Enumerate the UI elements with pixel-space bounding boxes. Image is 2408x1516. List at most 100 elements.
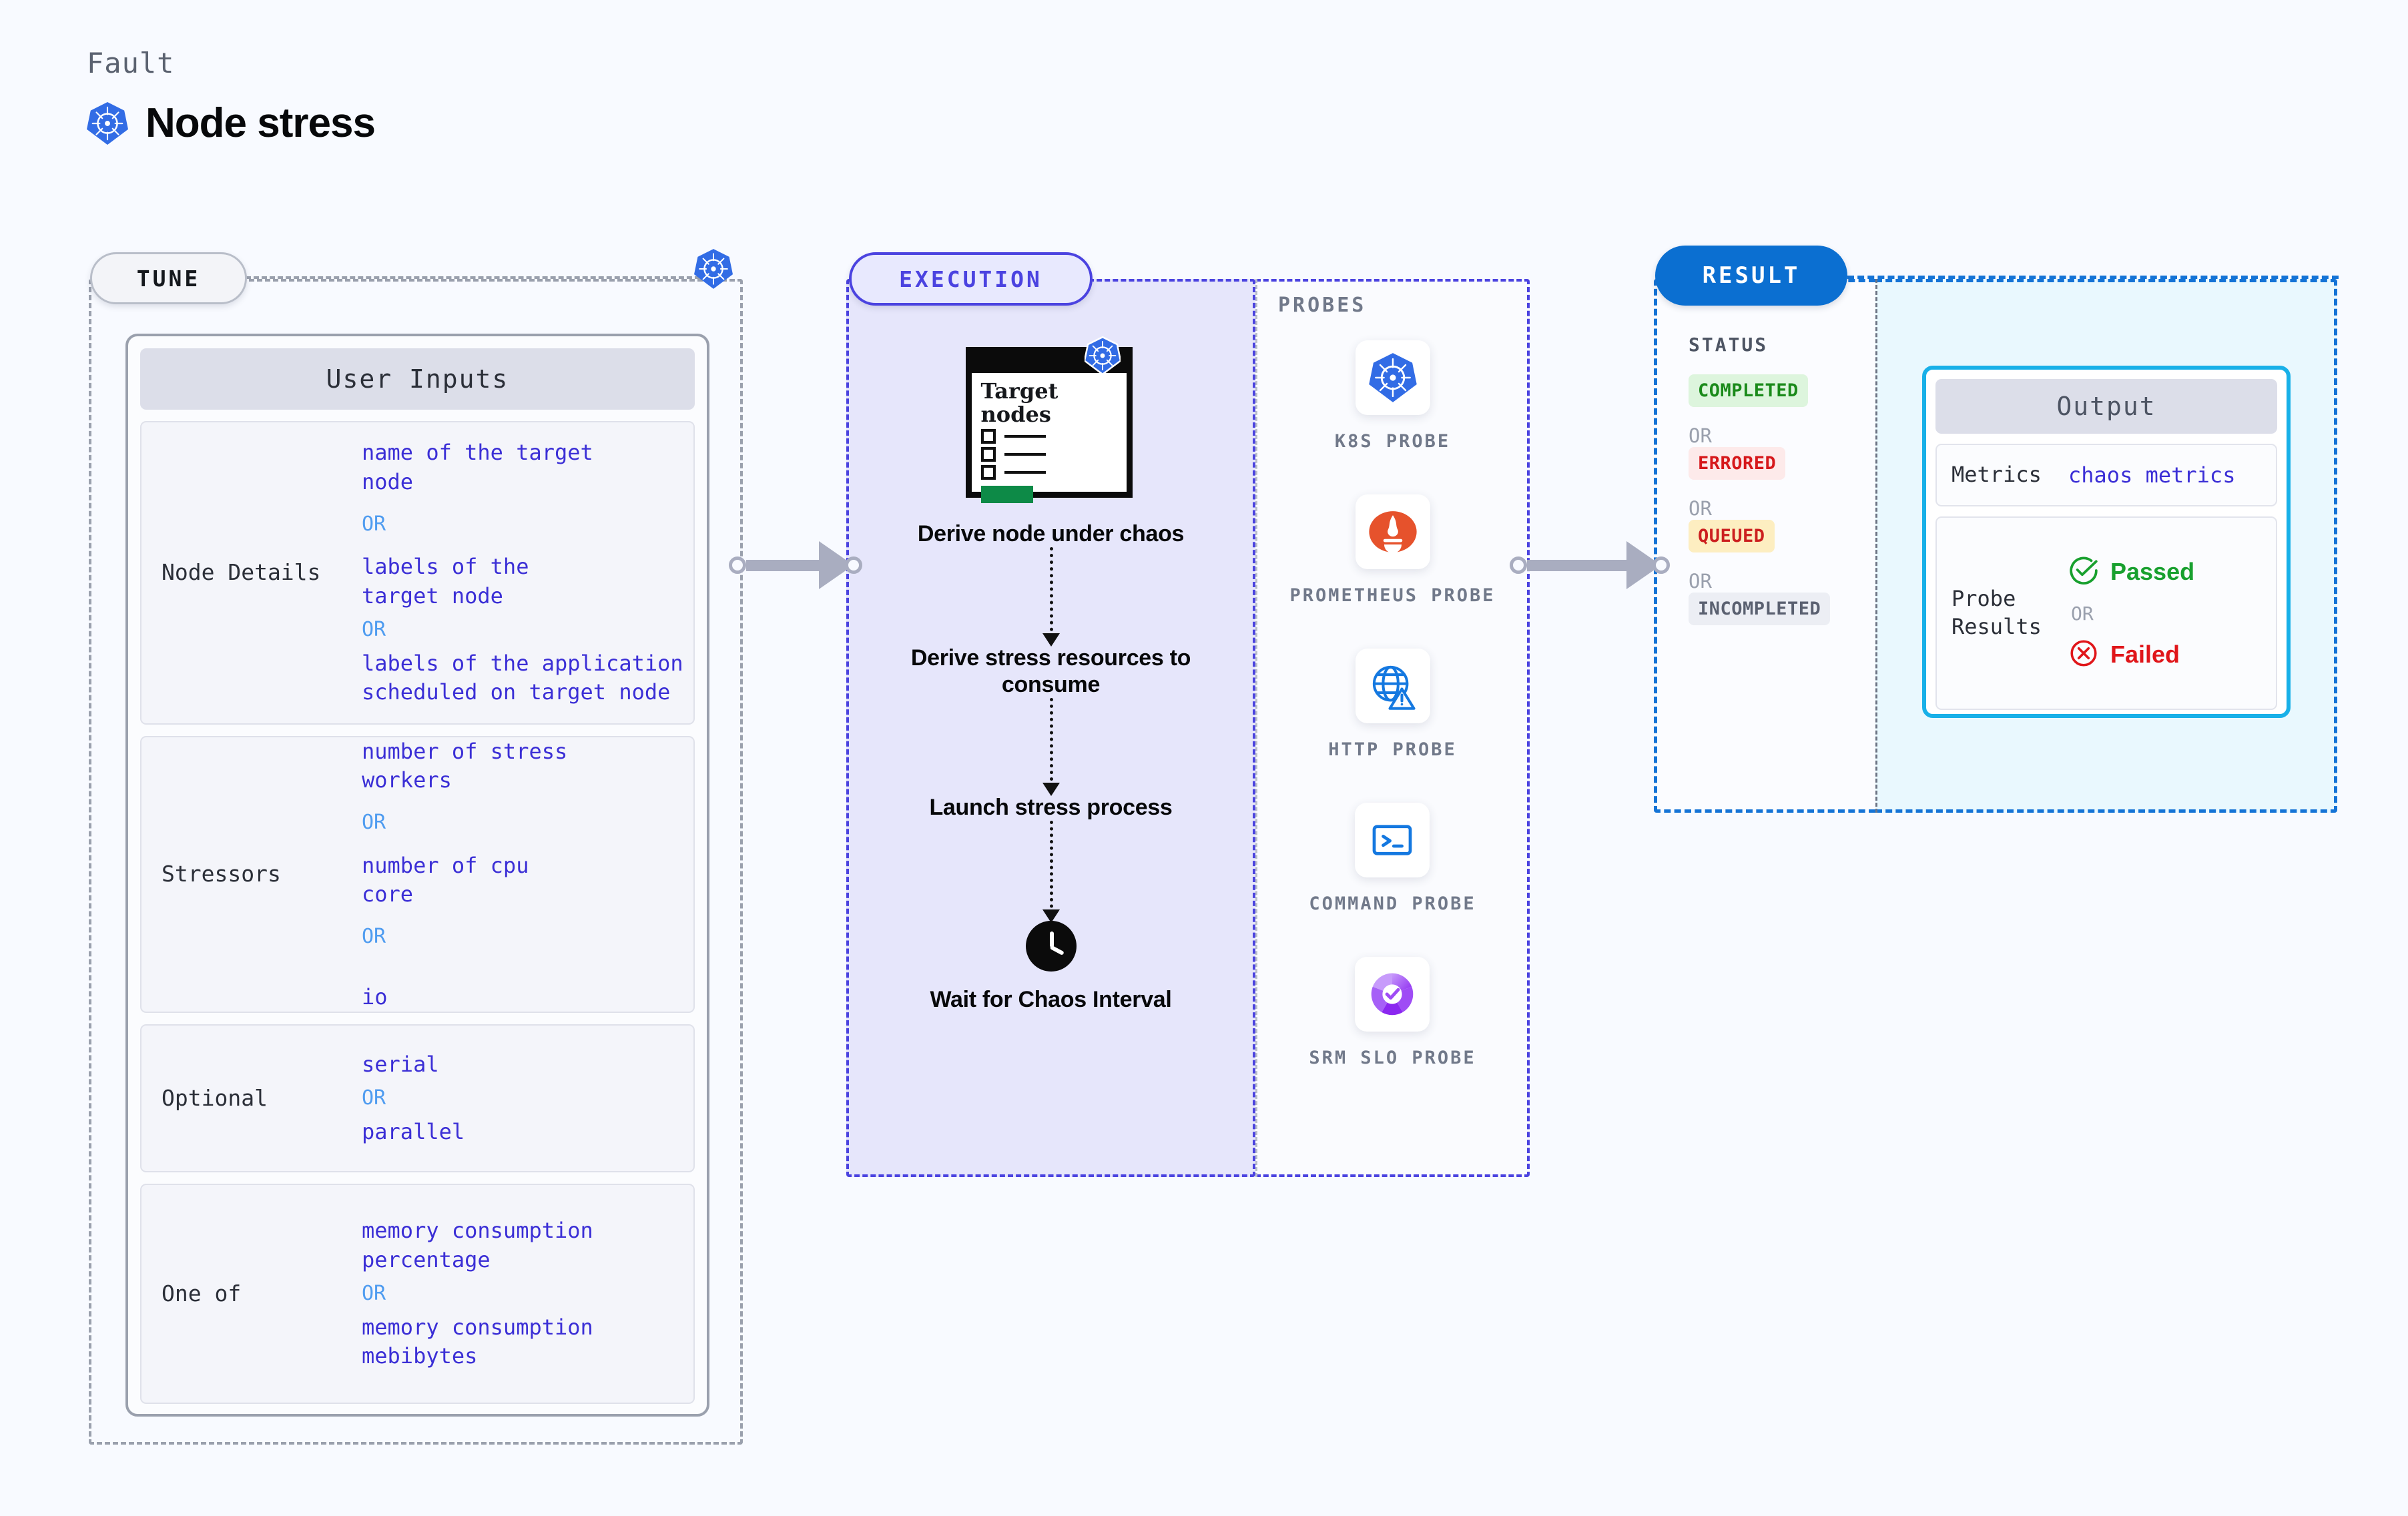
page-header: Fault — [87, 47, 376, 147]
probe-item-k8s[interactable]: K8S PROBE — [1335, 340, 1450, 453]
result-pill-label: RESULT — [1655, 246, 1847, 306]
value-line: scheduled on target node — [362, 679, 671, 705]
output-card: Output Metrics chaos metrics Probe Resul… — [1922, 366, 2291, 718]
result-header-dash-line — [1847, 276, 2339, 279]
passed-label: Passed — [2110, 558, 2195, 585]
arrow-down-icon — [1042, 909, 1060, 923]
value-line: node — [362, 468, 414, 494]
group-values: number of stress workers OR number of cp… — [362, 737, 687, 1012]
input-group-stressors: Stressors number of stress workers OR nu… — [140, 736, 695, 1013]
input-group-one-of: One of memory consumption percentage OR … — [140, 1184, 695, 1404]
value-line: number of cpu — [362, 852, 529, 878]
placeholder-line — [1004, 435, 1046, 438]
flow-step-label: Wait for Chaos Interval — [930, 987, 1172, 1013]
arrow-down-icon — [1042, 633, 1060, 647]
connector-start-dot — [1510, 556, 1527, 574]
tune-section — [89, 279, 743, 1445]
output-label: Metrics — [1951, 462, 2042, 488]
or-separator: OR — [1689, 497, 1712, 520]
checkbox-row — [972, 444, 1127, 462]
connector-start-dot — [729, 556, 746, 574]
status-column: STATUS COMPLETED OR ERRORED OR QUEUED OR… — [1689, 334, 1869, 625]
x-circle-icon — [2068, 638, 2099, 672]
value-line: percentage — [362, 1246, 491, 1272]
kubernetes-icon — [694, 248, 733, 290]
or-separator: OR — [362, 1086, 386, 1110]
kubernetes-icon — [1084, 336, 1121, 375]
tune-pill-label: TUNE — [90, 252, 247, 304]
or-separator: OR — [362, 1281, 386, 1305]
or-separator: OR — [1689, 424, 1712, 447]
probe-label: K8S PROBE — [1334, 431, 1451, 452]
status-badge-completed: COMPLETED — [1689, 374, 1808, 407]
probe-result-values: Passed OR Failed — [2068, 555, 2271, 672]
value-line: parallel — [362, 1119, 465, 1145]
flow-step-label: Derive node under chaos — [917, 521, 1185, 546]
failed-label: Failed — [2110, 641, 2180, 668]
probe-item-srm-slo[interactable]: SRM SLO PROBE — [1309, 957, 1476, 1070]
probe-item-prometheus[interactable]: PROMETHEUS PROBE — [1289, 494, 1495, 607]
execution-flow: Target nodes — [846, 336, 1255, 1014]
user-inputs-header: User Inputs — [140, 348, 695, 410]
group-label: Stressors — [162, 861, 281, 887]
probe-label: HTTP PROBE — [1328, 739, 1457, 761]
value-line: target node — [362, 583, 503, 609]
output-row-probe-results: Probe Results Passed OR — [1935, 516, 2277, 710]
value-line: name of the target — [362, 440, 593, 466]
group-values: serial OR parallel — [362, 1050, 687, 1147]
fault-kicker: Fault — [87, 47, 175, 79]
value-line: serial — [362, 1051, 439, 1077]
checkbox-icon — [980, 447, 996, 462]
probe-label: SRM SLO PROBE — [1309, 1048, 1476, 1069]
value-line: core — [362, 881, 414, 907]
probe-label: PROMETHEUS PROBE — [1289, 585, 1496, 607]
group-label: Optional — [162, 1084, 268, 1111]
or-separator: OR — [362, 512, 386, 536]
probe-item-command[interactable]: COMMAND PROBE — [1309, 803, 1476, 915]
value-line: workers — [362, 767, 452, 793]
value-line: labels of the application — [362, 651, 683, 677]
status-title: STATUS — [1689, 334, 1769, 356]
terminal-icon — [1355, 803, 1430, 878]
clock-icon — [1025, 921, 1077, 972]
target-nodes-card: Target nodes — [965, 336, 1137, 504]
target-card-title-line2: nodes — [980, 401, 1051, 427]
probes-section-label: PROBES — [1278, 294, 1367, 317]
group-values: name of the target node OR labels of the… — [362, 438, 687, 707]
output-label: Probe Results — [1951, 586, 2042, 639]
connector-line — [746, 559, 819, 571]
placeholder-line — [1004, 453, 1046, 456]
or-separator: OR — [2071, 602, 2094, 625]
status-badge-errored: ERRORED — [1689, 447, 1786, 480]
output-value: chaos metrics — [2068, 462, 2236, 488]
checkbox-row — [972, 426, 1127, 444]
checkbox-icon — [980, 429, 996, 444]
prometheus-icon — [1355, 494, 1430, 570]
value-line: memory consumption — [362, 1218, 593, 1244]
probes-divider — [1255, 279, 1257, 1177]
tune-header-dash-line — [246, 276, 716, 279]
confirm-bar — [980, 486, 1033, 504]
value-line: memory consumption — [362, 1314, 593, 1341]
group-label: One of — [162, 1280, 242, 1306]
probe-label: COMMAND PROBE — [1309, 893, 1476, 915]
probes-list: K8S PROBE PROMETHEUS PROBE — [1255, 340, 1530, 1070]
group-values: memory consumption percentage OR memory … — [362, 1216, 687, 1371]
fault-title-row: Node stress — [87, 99, 376, 147]
output-header: Output — [1935, 379, 2277, 434]
output-row-metrics: Metrics chaos metrics — [1935, 444, 2277, 506]
placeholder-line — [1004, 471, 1046, 474]
connector-execution-to-result — [1510, 541, 1670, 589]
arrow-down-icon — [1042, 783, 1060, 797]
or-separator: OR — [362, 811, 386, 835]
globe-warning-icon — [1355, 649, 1430, 724]
target-card-title-line1: Target — [980, 378, 1059, 404]
probe-item-http[interactable]: HTTP PROBE — [1328, 649, 1457, 761]
or-separator: OR — [362, 925, 386, 949]
page-title: Node stress — [145, 100, 376, 146]
status-badge-queued: QUEUED — [1689, 520, 1775, 552]
input-group-optional: Optional serial OR parallel — [140, 1024, 695, 1172]
value-line: number of stress — [362, 739, 568, 765]
checkbox-row — [972, 462, 1127, 480]
result-divider — [1875, 279, 1877, 813]
